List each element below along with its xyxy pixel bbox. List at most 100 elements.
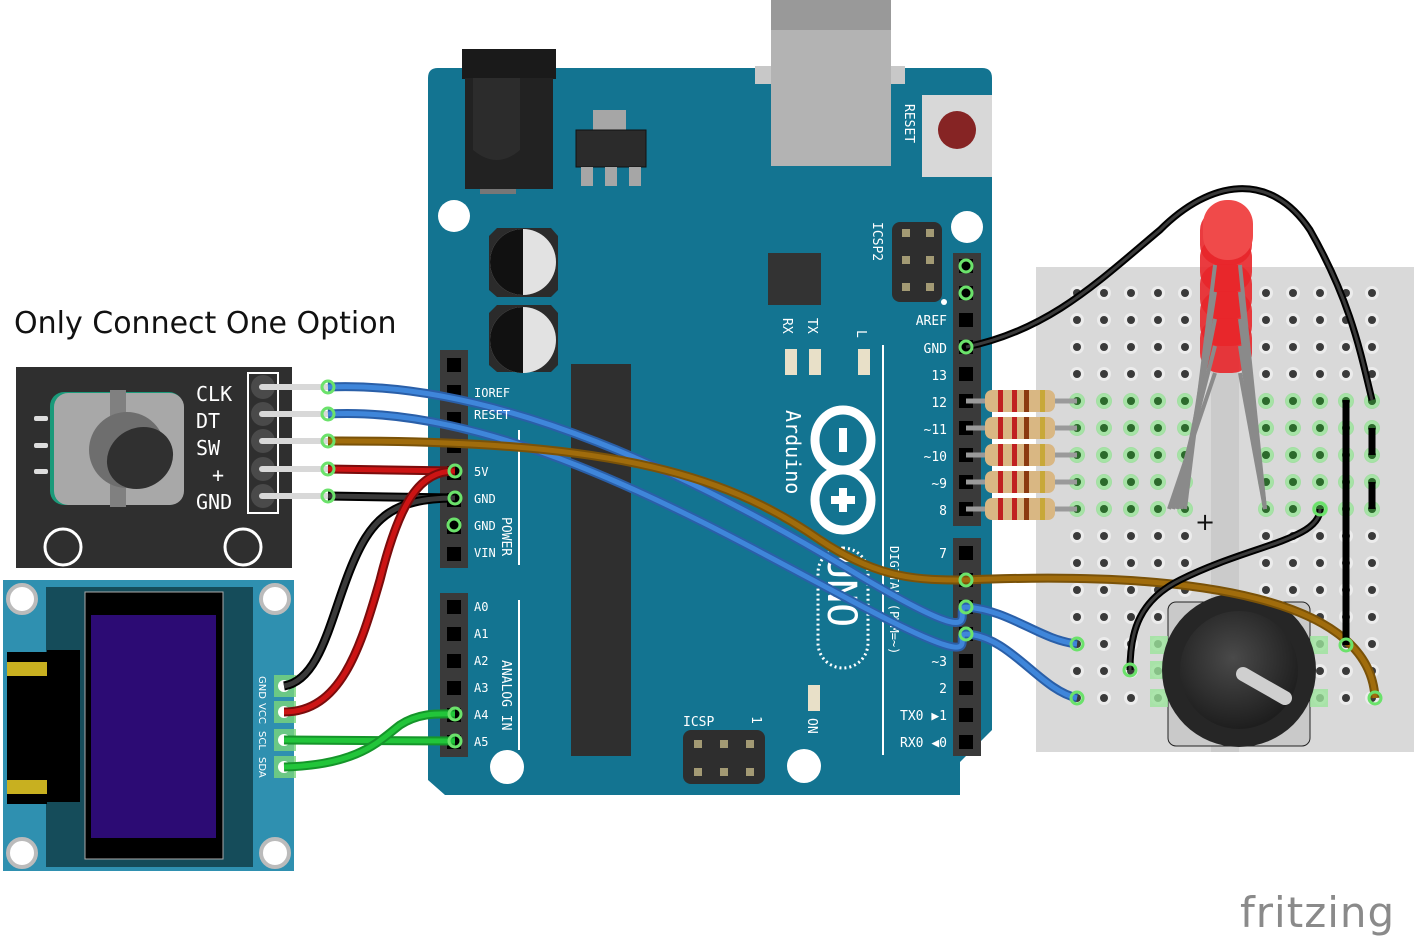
breadboard-hole[interactable] — [1127, 289, 1135, 297]
breadboard-hole[interactable] — [1127, 532, 1135, 540]
breadboard-hole[interactable] — [1316, 370, 1324, 378]
breadboard-hole[interactable] — [1289, 478, 1297, 486]
header-socket[interactable] — [447, 654, 461, 668]
breadboard-hole[interactable] — [1100, 397, 1108, 405]
breadboard-hole[interactable] — [1181, 343, 1189, 351]
breadboard-hole[interactable] — [1100, 586, 1108, 594]
connection-point[interactable] — [1122, 662, 1138, 678]
breadboard-hole[interactable] — [1368, 559, 1376, 567]
breadboard-hole[interactable] — [1100, 532, 1108, 540]
connection-point[interactable] — [446, 517, 462, 533]
breadboard-hole[interactable] — [1154, 532, 1162, 540]
breadboard-hole[interactable] — [1127, 424, 1135, 432]
connection-point[interactable] — [320, 379, 336, 395]
breadboard-hole[interactable] — [1262, 586, 1270, 594]
breadboard-hole[interactable] — [1154, 316, 1162, 324]
breadboard-hole[interactable] — [1154, 613, 1162, 621]
breadboard-hole[interactable] — [1262, 424, 1270, 432]
breadboard-hole[interactable] — [1316, 289, 1324, 297]
breadboard-hole[interactable] — [1181, 559, 1189, 567]
breadboard-hole[interactable] — [1154, 343, 1162, 351]
breadboard-hole[interactable] — [1316, 586, 1324, 594]
breadboard-hole[interactable] — [1127, 397, 1135, 405]
breadboard-hole[interactable] — [1342, 667, 1350, 675]
breadboard-hole[interactable] — [1181, 397, 1189, 405]
breadboard-hole[interactable] — [1154, 397, 1162, 405]
breadboard-hole[interactable] — [1289, 370, 1297, 378]
breadboard-hole[interactable] — [1154, 505, 1162, 513]
potentiometer[interactable] — [1150, 593, 1328, 747]
breadboard-hole[interactable] — [1127, 613, 1135, 621]
breadboard-hole[interactable] — [1100, 289, 1108, 297]
breadboard-hole[interactable] — [1262, 532, 1270, 540]
breadboard-hole[interactable] — [1262, 397, 1270, 405]
header-socket[interactable] — [447, 600, 461, 614]
breadboard-hole[interactable] — [1262, 370, 1270, 378]
breadboard-hole[interactable] — [1127, 586, 1135, 594]
breadboard-hole[interactable] — [1316, 451, 1324, 459]
breadboard-hole[interactable] — [1262, 451, 1270, 459]
header-socket[interactable] — [959, 735, 973, 749]
breadboard-hole[interactable] — [1289, 559, 1297, 567]
breadboard-hole[interactable] — [1100, 478, 1108, 486]
breadboard-hole[interactable] — [1342, 370, 1350, 378]
breadboard-hole[interactable] — [1127, 505, 1135, 513]
breadboard-hole[interactable] — [1154, 424, 1162, 432]
breadboard-hole[interactable] — [1073, 667, 1081, 675]
breadboard-hole[interactable] — [1127, 478, 1135, 486]
header-socket[interactable] — [447, 627, 461, 641]
breadboard-hole[interactable] — [1368, 640, 1376, 648]
breadboard-hole[interactable] — [1289, 424, 1297, 432]
breadboard-hole[interactable] — [1154, 289, 1162, 297]
breadboard-hole[interactable] — [1073, 613, 1081, 621]
breadboard-hole[interactable] — [1368, 289, 1376, 297]
breadboard-hole[interactable] — [1073, 586, 1081, 594]
breadboard-hole[interactable] — [1289, 397, 1297, 405]
header-socket[interactable] — [447, 358, 461, 372]
connection-point[interactable] — [1367, 690, 1383, 706]
connection-point[interactable] — [320, 406, 336, 422]
header-socket[interactable] — [959, 681, 973, 695]
header-socket[interactable] — [959, 708, 973, 722]
breadboard-hole[interactable] — [1154, 370, 1162, 378]
breadboard-hole[interactable] — [1368, 586, 1376, 594]
breadboard-hole[interactable] — [1316, 532, 1324, 540]
breadboard-hole[interactable] — [1154, 451, 1162, 459]
connection-point[interactable] — [958, 626, 974, 642]
header-socket[interactable] — [447, 681, 461, 695]
breadboard-hole[interactable] — [1127, 316, 1135, 324]
connection-point[interactable] — [1069, 690, 1085, 706]
breadboard-hole[interactable] — [1181, 532, 1189, 540]
breadboard-hole[interactable] — [1316, 667, 1324, 675]
connection-point[interactable] — [447, 706, 463, 722]
breadboard-hole[interactable] — [1073, 532, 1081, 540]
breadboard-hole[interactable] — [1181, 424, 1189, 432]
connection-point[interactable] — [958, 599, 974, 615]
breadboard-hole[interactable] — [1100, 613, 1108, 621]
breadboard-hole[interactable] — [1316, 316, 1324, 324]
breadboard-hole[interactable] — [1100, 640, 1108, 648]
breadboard-hole[interactable] — [1342, 694, 1350, 702]
connection-point[interactable] — [320, 488, 336, 504]
header-socket[interactable] — [959, 546, 973, 560]
breadboard-hole[interactable] — [1368, 613, 1376, 621]
connection-point[interactable] — [320, 461, 336, 477]
breadboard-hole[interactable] — [1181, 316, 1189, 324]
breadboard-hole[interactable] — [1368, 532, 1376, 540]
breadboard-hole[interactable] — [1100, 343, 1108, 351]
breadboard-hole[interactable] — [1289, 316, 1297, 324]
breadboard-hole[interactable] — [1368, 370, 1376, 378]
breadboard-hole[interactable] — [1127, 559, 1135, 567]
connection-point[interactable] — [447, 733, 463, 749]
header-socket[interactable] — [959, 654, 973, 668]
connection-point[interactable] — [1069, 636, 1085, 652]
breadboard-hole[interactable] — [1316, 559, 1324, 567]
breadboard-hole[interactable] — [1316, 478, 1324, 486]
breadboard-hole[interactable] — [1100, 694, 1108, 702]
breadboard-hole[interactable] — [1181, 370, 1189, 378]
breadboard-hole[interactable] — [1316, 424, 1324, 432]
breadboard-hole[interactable] — [1262, 316, 1270, 324]
breadboard-hole[interactable] — [1100, 451, 1108, 459]
breadboard-hole[interactable] — [1073, 559, 1081, 567]
connection-point[interactable] — [320, 433, 336, 449]
